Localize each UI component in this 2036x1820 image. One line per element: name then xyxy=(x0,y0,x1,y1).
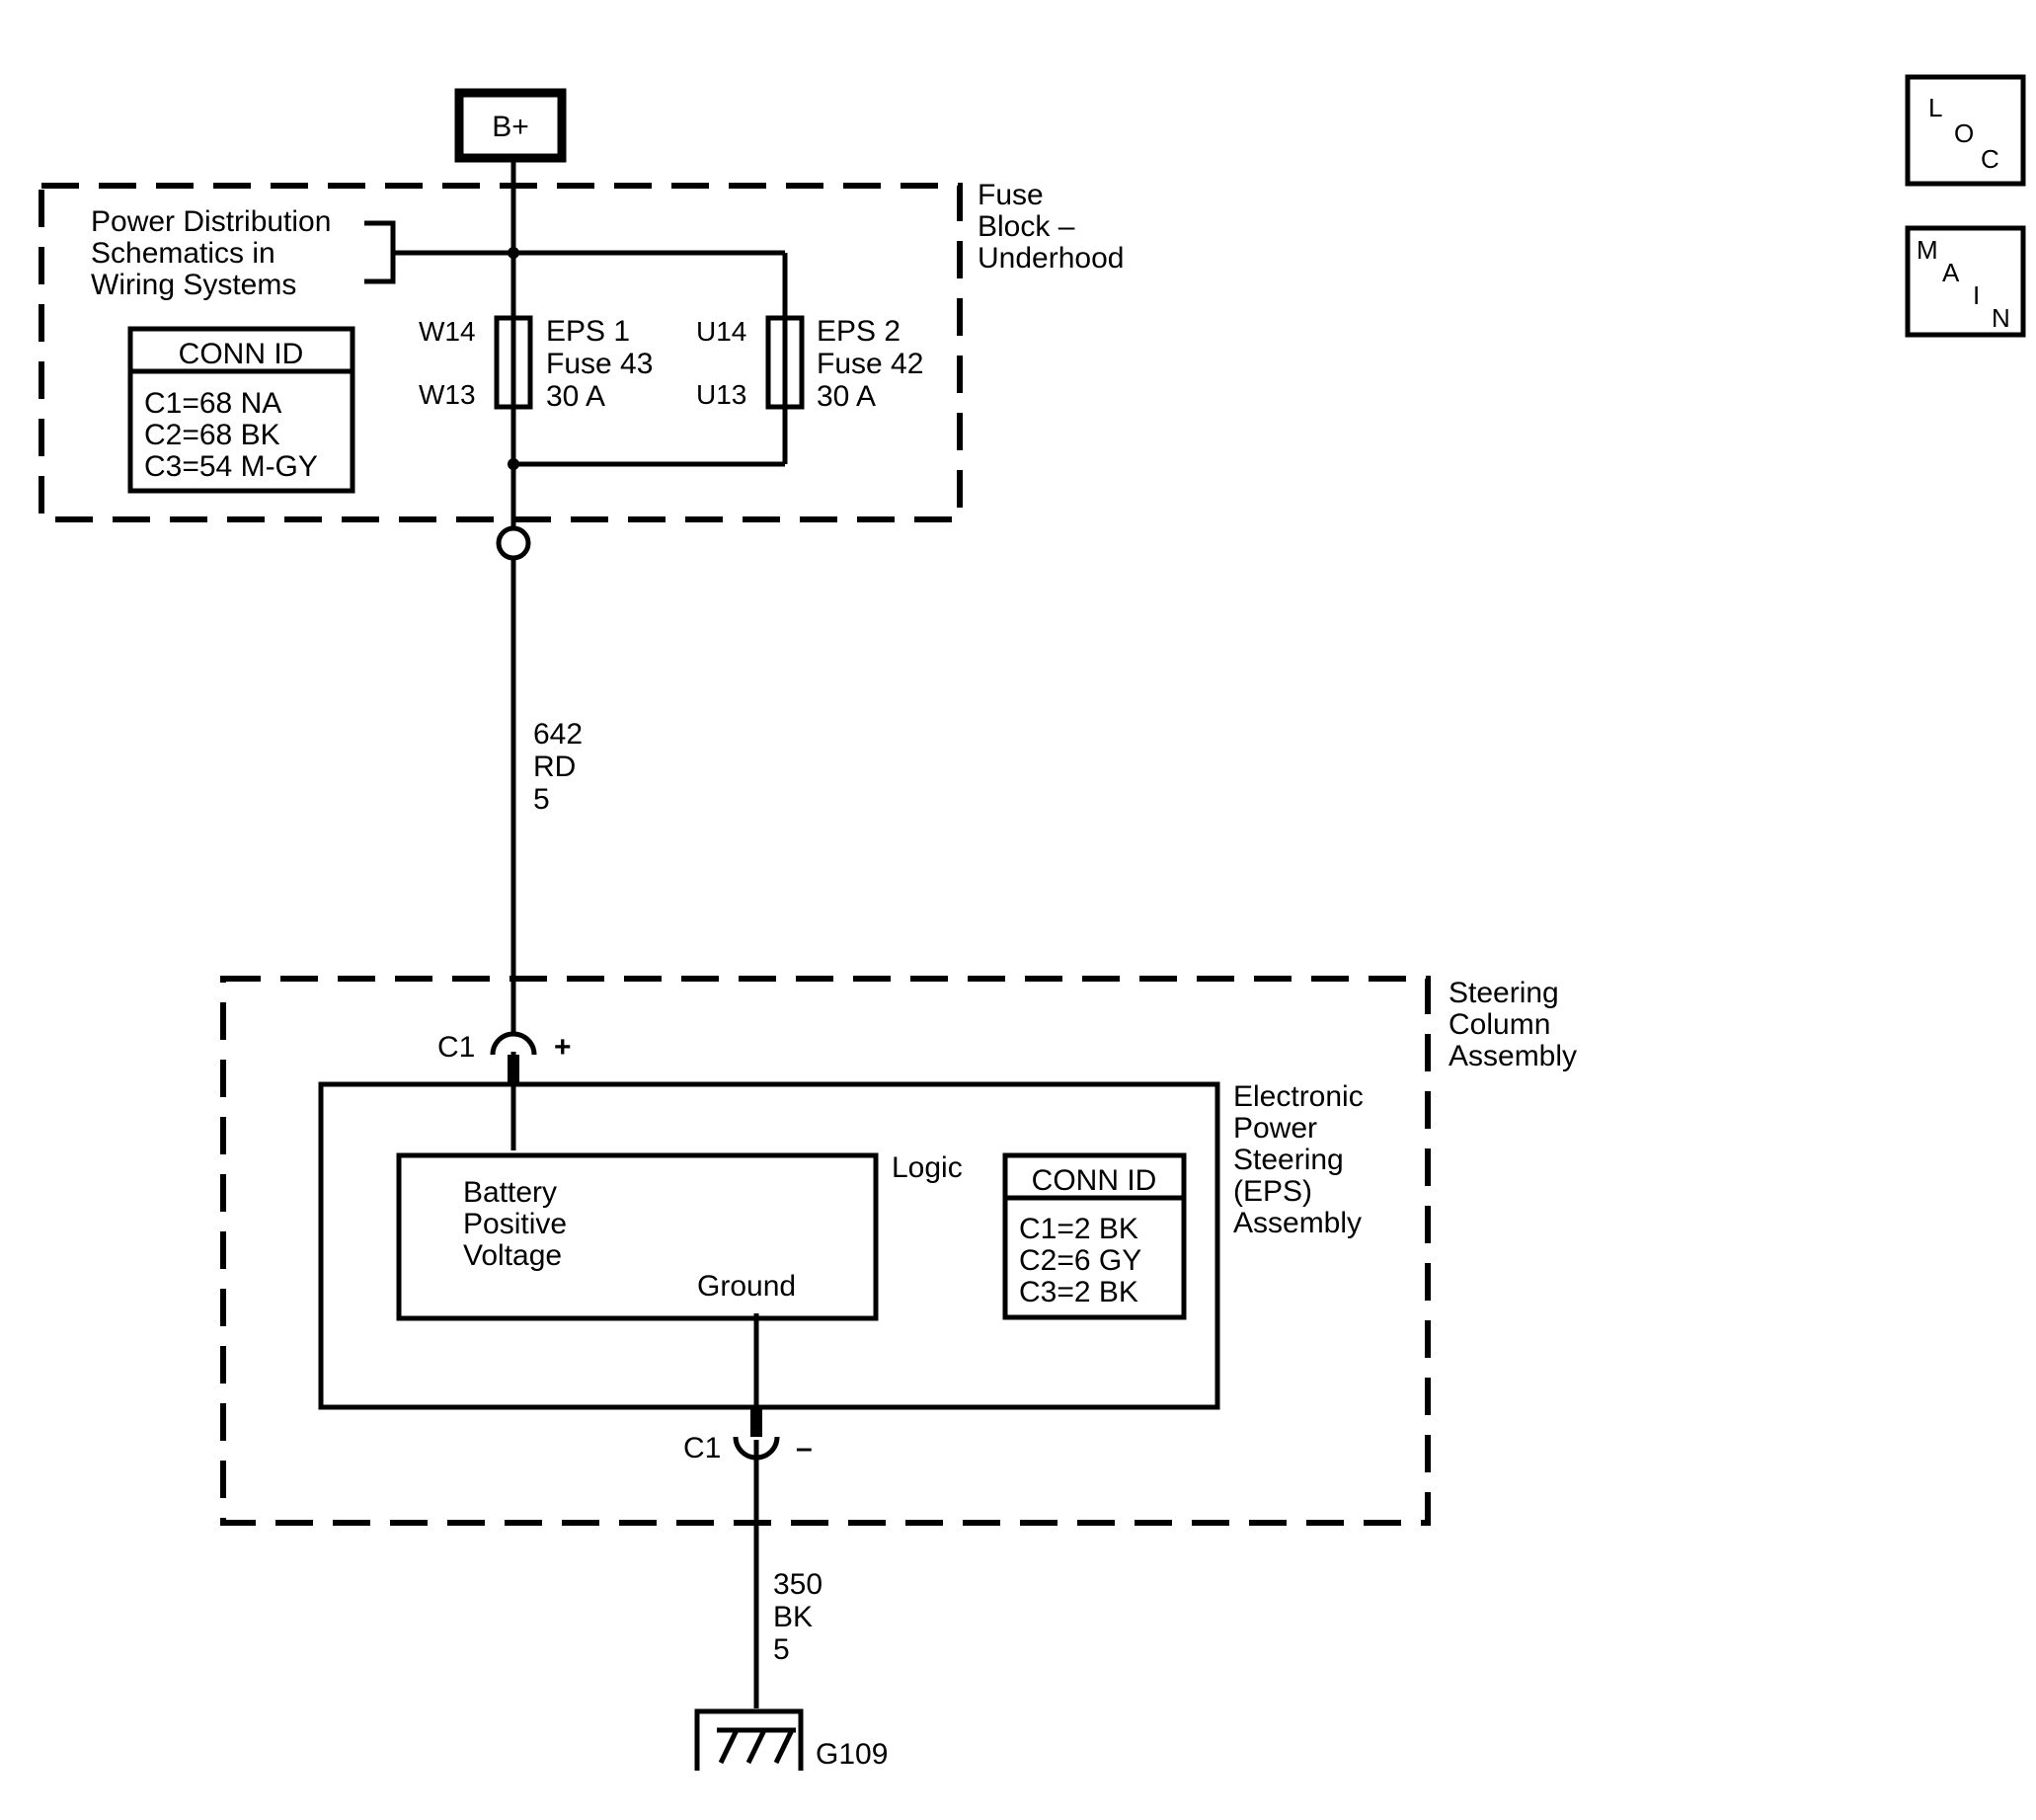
main-letter-4: N xyxy=(1992,303,2010,333)
fuse-block-conn-id: CONN ID C1=68 NA C2=68 BK C3=54 M-GY xyxy=(127,326,355,494)
fuse-2-line-2: Fuse 42 xyxy=(817,348,923,380)
eps-conn-id-header: CONN ID xyxy=(1032,1164,1157,1197)
wire-ground-color: BK xyxy=(773,1601,813,1633)
wire-power-color: RD xyxy=(533,751,576,783)
fuse-block-conn-id-row-3: C3=54 M-GY xyxy=(144,450,318,483)
main-letter-2: A xyxy=(1942,258,1960,287)
steering-column-title-line-3: Assembly xyxy=(1449,1040,1577,1072)
reference-line-3: Wiring Systems xyxy=(91,269,296,301)
fuse-1-line-1: EPS 1 xyxy=(546,315,630,348)
steering-column-title: Steering Column Assembly xyxy=(1449,977,1577,1072)
eps-assembly-box xyxy=(318,1081,1220,1410)
eps-conn-id-row-1: C1=2 BK xyxy=(1019,1213,1138,1245)
logic-box: Logic Battery Positive Voltage Ground xyxy=(396,1151,963,1321)
eps-title-line-4: (EPS) xyxy=(1233,1175,1312,1208)
steering-column-outline xyxy=(220,976,1431,1526)
reference-line-1: Power Distribution xyxy=(91,205,331,238)
b-plus-source: B+ xyxy=(454,88,567,163)
steering-column-title-line-1: Steering xyxy=(1449,977,1559,1009)
power-distribution-reference[interactable]: Power Distribution Schematics in Wiring … xyxy=(91,205,396,301)
connector-positive-polarity: + xyxy=(554,1031,572,1064)
splice-bottom xyxy=(508,458,519,470)
steering-column-title-line-2: Column xyxy=(1449,1008,1550,1041)
ground-point-label: G109 xyxy=(816,1738,888,1771)
wire-ground-size: 5 xyxy=(773,1633,790,1666)
main-letter-1: M xyxy=(1917,235,1938,265)
loc-letter-1: L xyxy=(1928,93,1942,122)
wire-power-label: 642 RD 5 xyxy=(533,718,583,816)
fuse-block-outline xyxy=(39,183,963,522)
fuse-2-bottom-terminal: U13 xyxy=(696,379,746,410)
reference-bracket xyxy=(364,220,396,284)
fuse-1-bottom-terminal: W13 xyxy=(419,379,476,410)
fuse-2-line-3: 30 A xyxy=(817,380,876,413)
reference-line-2: Schematics in xyxy=(91,237,275,270)
fuse-block-title-line-1: Fuse xyxy=(978,179,1044,211)
fuse-2-top-terminal: U14 xyxy=(696,316,746,347)
wire-power-size: 5 xyxy=(533,783,550,816)
ground-symbol-g109: G109 xyxy=(694,1708,888,1771)
fuse-1-line-3: 30 A xyxy=(546,380,605,413)
loc-button[interactable]: L O C xyxy=(1905,74,2026,187)
battery-line-2: Positive xyxy=(463,1208,567,1240)
fuse-block-conn-id-header: CONN ID xyxy=(179,338,304,370)
fuse-block-title-line-2: Block – xyxy=(978,210,1075,243)
wiring xyxy=(393,158,788,1708)
loc-letter-2: O xyxy=(1954,119,1974,148)
fuse-eps-2: U14 U13 EPS 2 Fuse 42 30 A xyxy=(696,315,923,413)
connector-c1-negative: C1 – xyxy=(683,1407,813,1464)
fuse-block-title: Fuse Block – Underhood xyxy=(978,179,1124,275)
battery-line-3: Voltage xyxy=(463,1239,562,1272)
fuse-block-connection-point xyxy=(496,525,531,561)
eps-title-line-2: Power xyxy=(1233,1112,1317,1145)
fuse-block-conn-id-row-2: C2=68 BK xyxy=(144,419,280,451)
main-letter-3: I xyxy=(1973,280,1980,310)
fuse-eps-1: W14 W13 EPS 1 Fuse 43 30 A xyxy=(419,315,653,413)
main-button[interactable]: M A I N xyxy=(1905,225,2026,338)
fuse-block-conn-id-row-1: C1=68 NA xyxy=(144,387,281,420)
eps-conn-id-row-2: C2=6 GY xyxy=(1019,1244,1141,1277)
fuse-1-line-2: Fuse 43 xyxy=(546,348,653,380)
fuse-1-top-terminal: W14 xyxy=(419,316,476,347)
eps-title: Electronic Power Steering (EPS) Assembly xyxy=(1233,1080,1364,1239)
wire-ground-label: 350 BK 5 xyxy=(773,1568,822,1666)
connector-positive-name: C1 xyxy=(437,1031,475,1064)
eps-conn-id-row-3: C3=2 BK xyxy=(1019,1276,1138,1308)
connector-c1-positive: C1 + xyxy=(437,1031,572,1084)
connector-negative-polarity: – xyxy=(796,1432,813,1464)
connector-negative-name: C1 xyxy=(683,1432,721,1464)
battery-line-1: Battery xyxy=(463,1176,557,1209)
eps-title-line-1: Electronic xyxy=(1233,1080,1364,1113)
wire-power-circuit: 642 xyxy=(533,718,583,751)
splice-top xyxy=(508,247,519,259)
b-plus-label: B+ xyxy=(492,111,529,143)
loc-letter-3: C xyxy=(1981,144,1999,174)
eps-title-line-5: Assembly xyxy=(1233,1207,1362,1239)
wire-ground-circuit: 350 xyxy=(773,1568,822,1601)
fuse-block-title-line-3: Underhood xyxy=(978,242,1124,275)
logic-label: Logic xyxy=(892,1151,963,1184)
eps-conn-id: CONN ID C1=2 BK C2=6 GY C3=2 BK xyxy=(1002,1152,1187,1320)
ground-terminal-label: Ground xyxy=(697,1270,796,1303)
fuse-2-line-1: EPS 2 xyxy=(817,315,901,348)
eps-title-line-3: Steering xyxy=(1233,1144,1344,1176)
